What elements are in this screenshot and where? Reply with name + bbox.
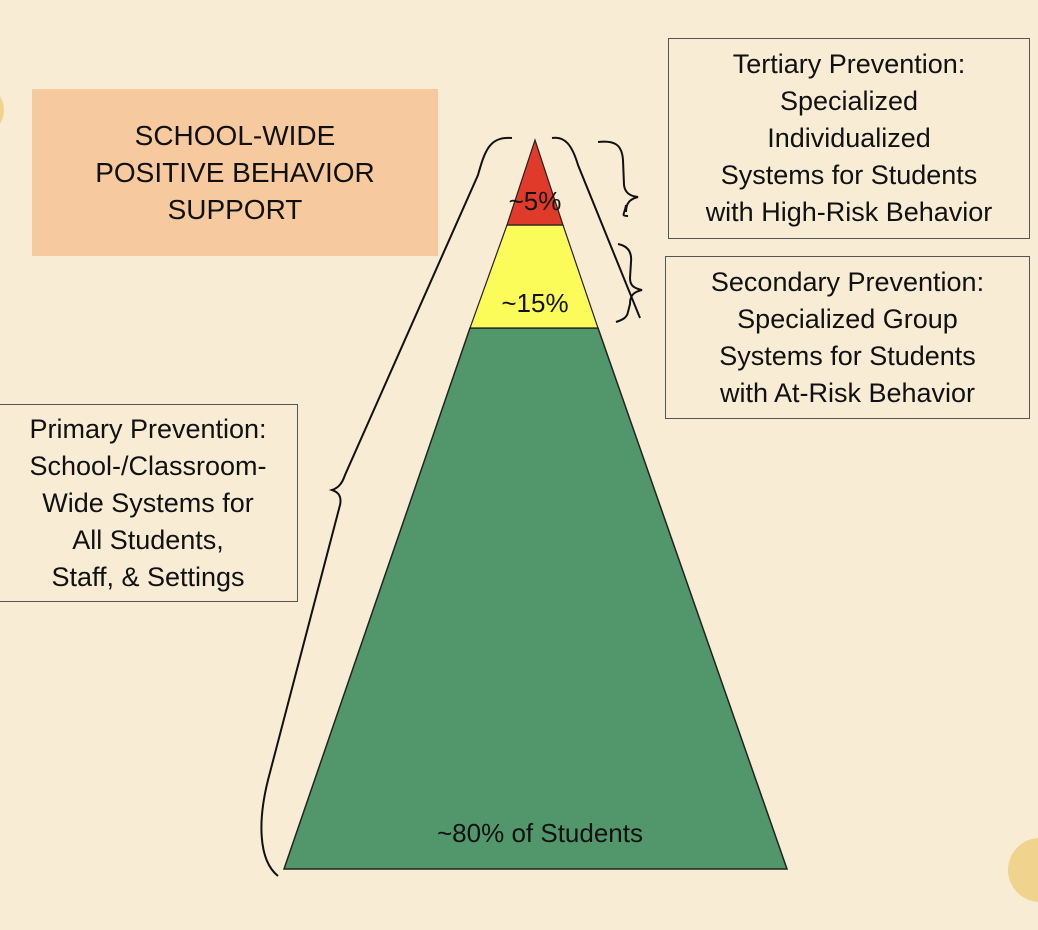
text-line: Staff, & Settings xyxy=(51,561,245,592)
title-line: SUPPORT xyxy=(167,194,303,225)
secondary-brace xyxy=(615,243,643,323)
text-line: Systems for Students xyxy=(720,160,978,190)
tertiary-description: Tertiary Prevention: Specialized Individ… xyxy=(668,38,1030,239)
text-line: Secondary Prevention: xyxy=(710,266,985,297)
pyramid-outline-brace xyxy=(551,136,641,319)
text-line: Specialized xyxy=(779,86,919,116)
text-line: School-/Classroom- xyxy=(29,450,267,481)
primary-percent: ~80% of Students xyxy=(437,818,643,848)
text-line: Systems for Students xyxy=(719,340,976,371)
text-line: Tertiary Prevention: xyxy=(732,49,966,79)
title-line: POSITIVE BEHAVIOR xyxy=(95,157,375,188)
text-line: Wide Systems for xyxy=(42,487,254,518)
text-line: Specialized Group xyxy=(737,303,958,334)
text-line: Primary Prevention: xyxy=(29,413,267,444)
text-line: with At-Risk Behavior xyxy=(719,377,976,408)
primary-description: Primary Prevention: School-/Classroom- W… xyxy=(0,404,298,602)
secondary-description: Secondary Prevention: Specialized Group … xyxy=(665,256,1030,419)
decorative-circle-left xyxy=(0,96,4,124)
secondary-percent: ~15% xyxy=(501,288,569,318)
decorative-circle-right xyxy=(1008,838,1038,902)
text-line: Individualized xyxy=(767,123,931,153)
tertiary-brace xyxy=(597,140,639,217)
primary-brace xyxy=(260,136,513,877)
title-line: SCHOOL-WIDE xyxy=(134,120,336,151)
title-box: SCHOOL-WIDE POSITIVE BEHAVIOR SUPPORT xyxy=(32,89,438,256)
text-line: All Students, xyxy=(72,524,224,555)
text-line: with High-Risk Behavior xyxy=(705,197,993,227)
tertiary-percent: ~5% xyxy=(508,186,562,216)
tertiary-tier xyxy=(506,138,564,226)
